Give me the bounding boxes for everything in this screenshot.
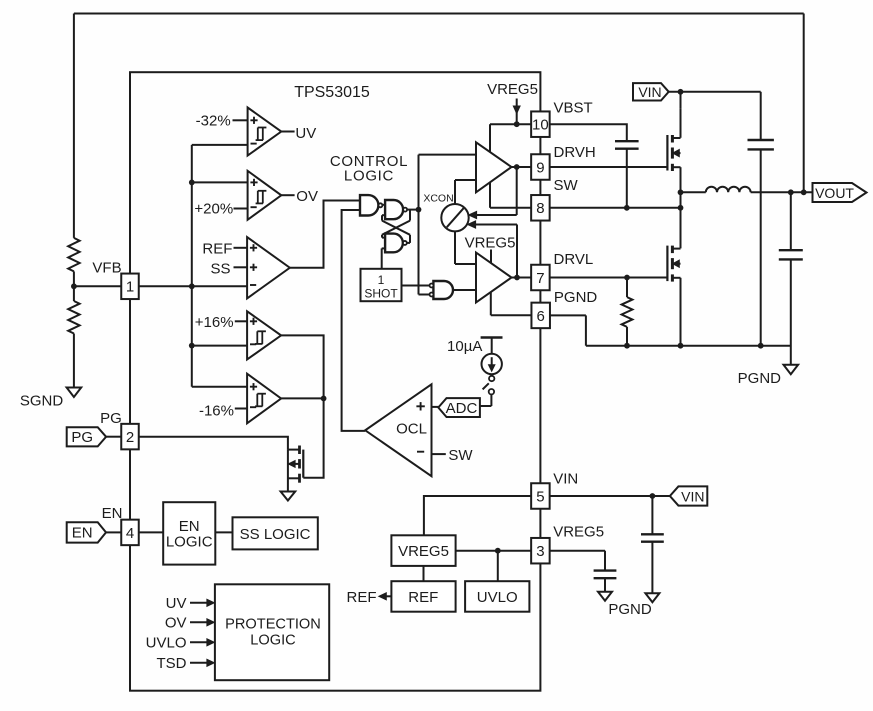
svg-text:VBST: VBST [554, 100, 593, 117]
svg-text:EN: EN [72, 525, 93, 542]
svg-text:SHOT: SHOT [364, 287, 398, 301]
svg-text:10: 10 [532, 117, 549, 134]
svg-text:TSD: TSD [157, 655, 187, 672]
svg-text:PGND: PGND [608, 601, 652, 618]
svg-text:+20%: +20% [194, 201, 233, 218]
svg-text:DRVL: DRVL [554, 251, 594, 268]
svg-text:SW: SW [554, 177, 579, 194]
svg-text:PROTECTION: PROTECTION [225, 617, 321, 633]
svg-text:UVLO: UVLO [146, 635, 187, 652]
svg-text:UVLO: UVLO [477, 589, 518, 606]
svg-text:OV: OV [296, 188, 318, 205]
svg-text:3: 3 [536, 543, 544, 560]
svg-text:-16%: -16% [199, 402, 234, 419]
svg-text:REF: REF [408, 589, 438, 606]
svg-text:VREG5: VREG5 [487, 81, 538, 98]
svg-text:9: 9 [536, 159, 544, 176]
svg-text:OCL: OCL [396, 421, 427, 438]
svg-text:8: 8 [536, 200, 544, 217]
svg-text:VOUT: VOUT [815, 185, 854, 201]
svg-text:6: 6 [537, 308, 545, 325]
svg-text:1: 1 [378, 273, 385, 287]
svg-text:+16%: +16% [195, 314, 234, 331]
svg-text:VFB: VFB [92, 260, 121, 277]
svg-text:OV: OV [165, 615, 187, 632]
svg-text:PG: PG [100, 410, 122, 427]
svg-text:PGND: PGND [738, 370, 782, 387]
svg-text:4: 4 [126, 525, 134, 542]
svg-text:PGND: PGND [554, 289, 598, 306]
svg-text:DRVH: DRVH [554, 144, 596, 161]
svg-text:10µA: 10µA [447, 338, 482, 355]
svg-text:VREG5: VREG5 [465, 235, 516, 252]
svg-text:REF: REF [202, 240, 232, 257]
svg-text:2: 2 [126, 429, 134, 446]
svg-text:SS: SS [210, 260, 230, 277]
svg-text:XCON: XCON [423, 193, 453, 205]
svg-text:VREG5: VREG5 [553, 524, 604, 541]
svg-text:CONTROL: CONTROL [330, 153, 408, 170]
svg-text:5: 5 [536, 488, 544, 505]
svg-text:SW: SW [448, 447, 473, 464]
svg-text:SGND: SGND [20, 393, 64, 410]
svg-text:ADC: ADC [446, 400, 478, 417]
svg-text:UV: UV [295, 125, 316, 142]
svg-text:-32%: -32% [196, 112, 231, 129]
svg-text:VIN: VIN [681, 488, 704, 504]
svg-text:VREG5: VREG5 [398, 543, 449, 560]
svg-text:LOGIC: LOGIC [344, 168, 394, 185]
svg-text:SS LOGIC: SS LOGIC [240, 526, 311, 543]
svg-text:LOGIC: LOGIC [166, 534, 213, 551]
svg-text:LOGIC: LOGIC [250, 633, 295, 649]
svg-text:TPS53015: TPS53015 [294, 84, 370, 101]
svg-text:VIN: VIN [638, 84, 661, 100]
svg-text:UV: UV [166, 595, 187, 612]
svg-text:VIN: VIN [553, 471, 578, 488]
svg-text:EN: EN [102, 505, 123, 522]
svg-text:EN: EN [179, 518, 200, 535]
svg-text:REF: REF [347, 589, 377, 606]
svg-text:7: 7 [536, 270, 544, 287]
svg-text:PG: PG [71, 429, 93, 446]
svg-text:1: 1 [126, 279, 134, 296]
